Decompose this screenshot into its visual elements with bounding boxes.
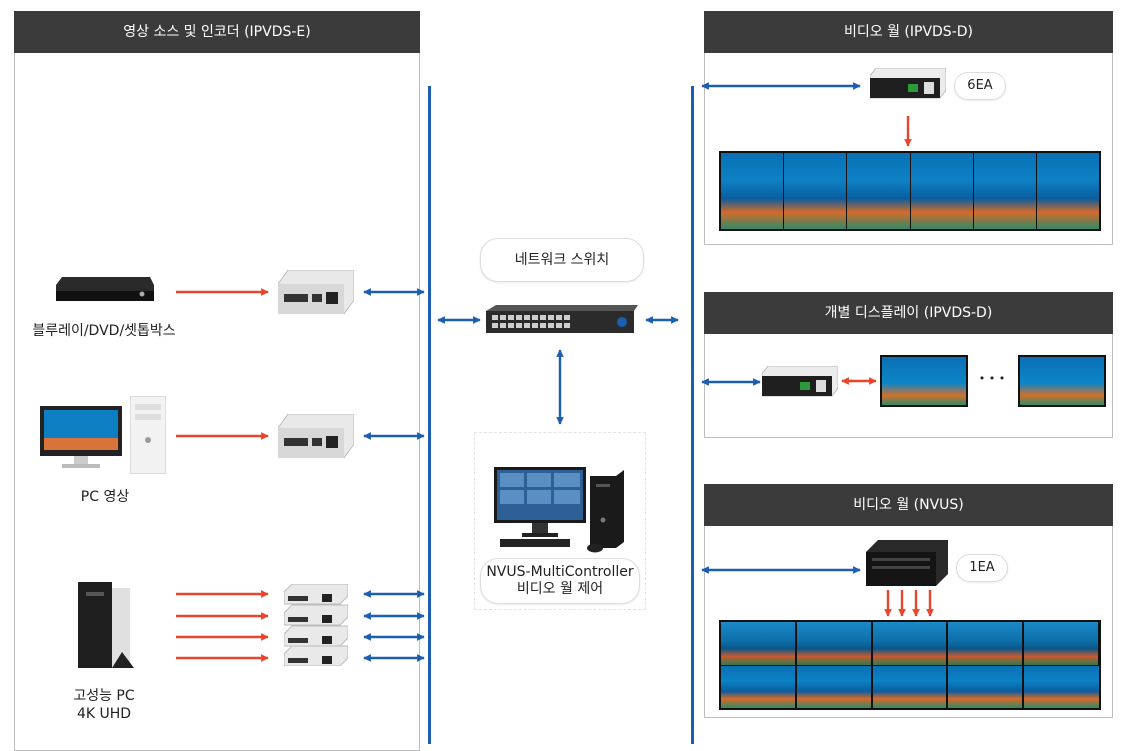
wall-screen — [721, 665, 795, 708]
display-1 — [880, 355, 968, 407]
controller-label-line2: 비디오 월 제어 — [516, 581, 604, 597]
sources-header: 영상 소스 및 인코더 (IPVDS-E) — [14, 11, 420, 53]
controller-label-line1: NVUS-MultiController — [486, 564, 634, 580]
network-line-right — [691, 86, 694, 744]
pc-monitor-icon — [40, 406, 122, 470]
display-2 — [1018, 355, 1106, 407]
wall-screen — [973, 153, 1036, 229]
controller-frame — [474, 432, 646, 610]
wall-screen — [948, 622, 1023, 665]
hpc-label-line1: 고성능 PC — [73, 688, 135, 704]
wall-screen — [847, 153, 910, 229]
wall-screen — [796, 622, 871, 665]
wall-screen — [1024, 622, 1098, 665]
wall-screen — [872, 622, 947, 665]
network-switch-icon — [486, 305, 638, 333]
videowall-2-screens — [719, 620, 1101, 710]
wall1-count-badge: 6EA — [954, 72, 1006, 100]
decoder-1-icon — [869, 67, 947, 104]
wall-screen — [1024, 665, 1099, 708]
wall-screen — [948, 665, 1023, 708]
hpc-label-line2: 4K UHD — [76, 706, 132, 722]
controller-label: NVUS-MultiController 비디오 월 제어 — [480, 558, 640, 604]
bluray-label: 블루레이/DVD/셋톱박스 — [32, 323, 176, 339]
wall-screen — [1036, 153, 1099, 229]
wall-screen — [910, 153, 973, 229]
pc-tower-icon — [129, 395, 167, 475]
controller-mouse-icon — [586, 538, 604, 553]
network-line-left — [428, 86, 431, 744]
videowall-nvus-header: 비디오 월 (NVUS) — [704, 484, 1113, 526]
wall-screen — [721, 153, 784, 229]
wall2-count-badge: 1EA — [956, 554, 1008, 582]
switch-label: 네트워크 스위치 — [480, 238, 644, 282]
bluray-player-icon — [56, 277, 154, 303]
display-ellipsis: • • • — [978, 372, 1006, 385]
controller-tower-icon — [590, 470, 624, 548]
workstation-tower-icon — [78, 582, 134, 670]
wall-screen — [796, 665, 871, 708]
videowall-ipvds-header: 비디오 월 (IPVDS-D) — [704, 11, 1113, 53]
encoder-1-icon — [277, 269, 355, 315]
pc-label: PC 영상 — [80, 489, 130, 505]
nvus-server-icon — [866, 540, 948, 586]
wall-screen — [784, 153, 847, 229]
wall-screen — [721, 622, 795, 665]
encoder-2-icon — [277, 413, 355, 459]
individual-display-header: 개별 디스플레이 (IPVDS-D) — [704, 292, 1113, 334]
wall-screen — [872, 665, 947, 708]
controller-monitor-icon — [494, 467, 586, 551]
encoder-stack-icon — [283, 583, 349, 667]
videowall-1-screens — [719, 151, 1101, 231]
